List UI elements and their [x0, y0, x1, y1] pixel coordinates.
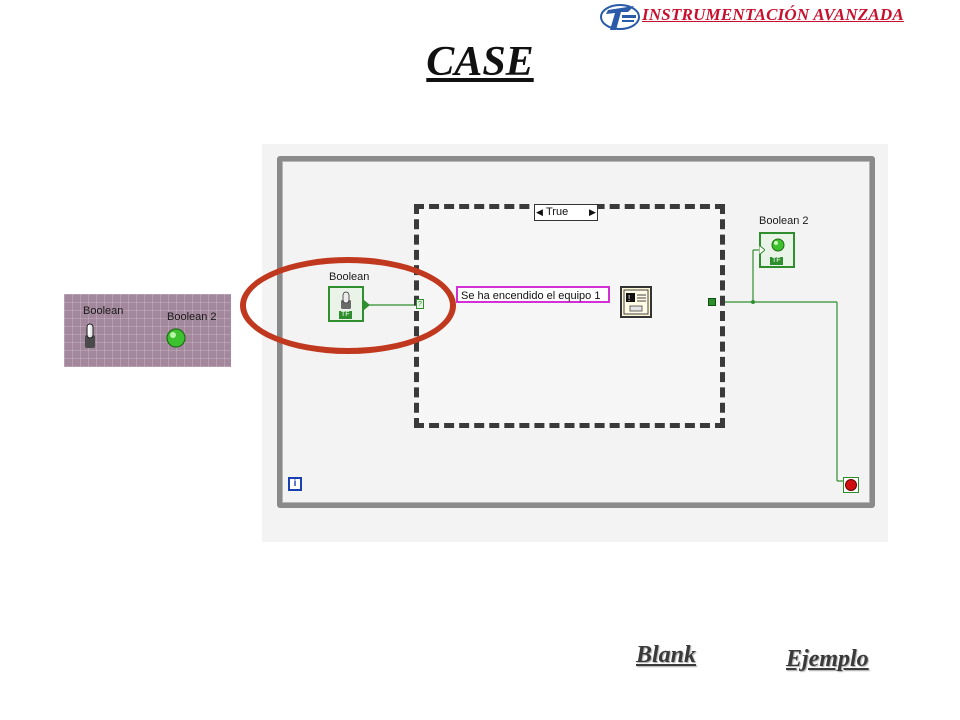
- boolean2-terminal-label: Boolean 2: [759, 215, 809, 227]
- loop-condition-stop-icon[interactable]: [843, 477, 859, 493]
- highlight-ellipse: [240, 257, 456, 354]
- front-panel-boolean-label: Boolean: [83, 305, 124, 317]
- dialog-glyph-icon: !: [623, 289, 649, 315]
- stop-dot: [846, 480, 856, 490]
- wire-junction: [751, 300, 755, 304]
- brand-title: INSTRUMENTACIÓN AVANZADA: [642, 5, 904, 24]
- ejemplo-link[interactable]: Ejemplo: [786, 646, 869, 672]
- case-selector-value: True: [546, 206, 569, 218]
- led-icon: [771, 238, 785, 252]
- string-constant[interactable]: Se ha encendido el equipo 1: [456, 286, 610, 303]
- front-panel: Boolean Boolean 2: [64, 294, 231, 367]
- led-icon: [166, 328, 186, 348]
- case-next-icon[interactable]: ▶: [589, 207, 596, 217]
- toggle-switch-icon[interactable]: [82, 322, 98, 350]
- one-button-dialog-icon[interactable]: !: [620, 286, 652, 318]
- case-structure[interactable]: [414, 204, 725, 428]
- svg-text:!: !: [628, 294, 630, 303]
- slide-title: CASE: [426, 39, 534, 85]
- case-selector[interactable]: ◀ True ▶: [534, 204, 598, 221]
- output-tunnel[interactable]: [708, 298, 716, 306]
- iteration-terminal[interactable]: i: [288, 477, 302, 491]
- blank-link[interactable]: Blank: [636, 642, 697, 668]
- brand-header: INSTRUMENTACIÓN AVANZADA: [600, 0, 956, 34]
- front-panel-boolean2-label: Boolean 2: [167, 311, 217, 323]
- university-logo-icon: [600, 4, 640, 30]
- case-prev-icon[interactable]: ◀: [536, 207, 543, 217]
- terminal-arrow-icon: [759, 245, 765, 255]
- tf-label: TF: [770, 257, 783, 265]
